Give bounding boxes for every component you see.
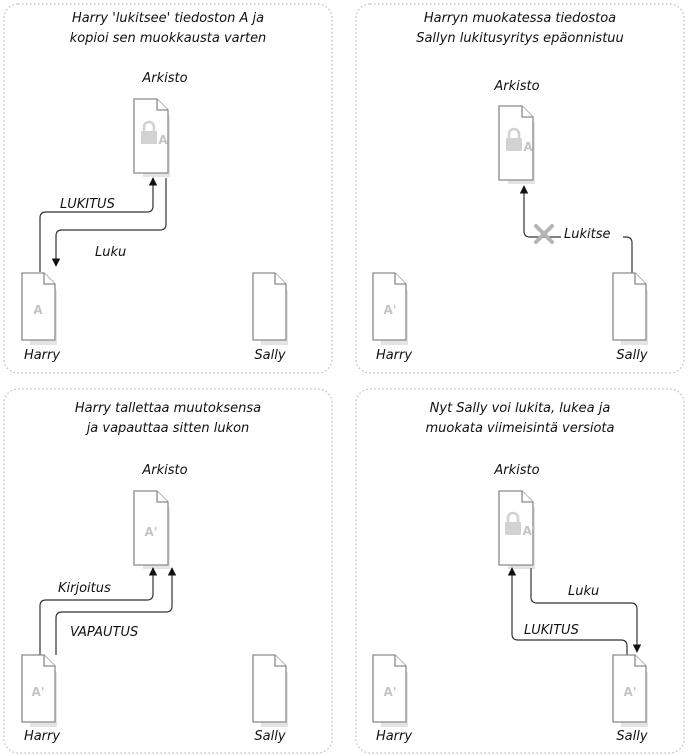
panel-3-sally-label: Sally [254,729,285,744]
panel-3-repo-doc-letter: A' [145,525,158,539]
panel-4-read-arrow [530,568,642,653]
panel-1-caption-line-2: kopioi sen muokkausta varten [70,31,267,46]
panel-harry-commits-unlocks: Harry tallettaa muutoksensa ja vapauttaa… [3,388,333,754]
panel-3-caption-line-2: ja vapauttaa sitten lukon [85,421,250,436]
panel-3-repo-document-icon: A' [133,490,170,569]
panel-3-harry-label: Harry [24,729,60,744]
panel-sally-locks-reads: Nyt Sally voi lukita, lukea ja muokata v… [355,388,685,754]
panel-4-frame [355,388,685,754]
panel-2-repo-label: Arkisto [493,79,539,94]
panel-3-arrow-commit-label: Kirjoitus [58,581,111,596]
panel-2-failed-x-icon [534,224,554,244]
panel-2-harry-label: Harry [376,348,412,363]
panel-4-sally-doc-letter: A' [624,685,637,699]
panel-1-arrow-read-label: Luku [95,245,126,260]
panel-harry-locks: Harry 'lukitsee' tiedoston A ja kopioi s… [3,3,333,374]
panel-4-harry-label: Harry [376,729,412,744]
panel-3-commit-arrow [39,567,158,655]
panel-2-harry-doc-letter: A' [384,303,397,317]
panel-4-repo-doc-letter: A' [523,524,536,538]
panel-1-harry-doc-letter: A [33,303,43,317]
panel-3-harry-doc-letter: A' [32,685,45,699]
panel-3-unlock-arrow [55,567,177,655]
panel-3-sally-document-icon [252,654,288,727]
panel-3-repo-label: Arkisto [141,463,187,478]
panel-2-lock-icon [506,127,522,151]
panel-4-arrow-read-label: Luku [568,584,599,599]
panel-4-repo-label: Arkisto [493,463,539,478]
panel-4-caption-line-1: Nyt Sally voi lukita, lukea ja [430,401,611,416]
panel-1-lock-arrow [39,177,158,272]
panel-1-repo-document-icon: A [133,98,170,177]
panel-4-lock-icon [505,511,521,535]
panel-1-caption-line-1: Harry 'lukitsee' tiedoston A ja [72,11,264,26]
panel-3-harry-document-icon: A' [21,654,57,727]
panel-4-repo-document-icon: A' [498,490,536,569]
panel-3-arrow-unlock-label: VAPAUTUS [70,625,138,640]
panel-1-sally-document-icon [252,272,288,345]
panel-4-lock-arrow [507,567,628,660]
panel-4-sally-label: Sally [616,729,647,744]
panel-1-harry-label: Harry [24,348,60,363]
panel-1-repo-label: Arkisto [141,71,187,86]
panel-4-sally-document-icon: A' [612,654,648,727]
panel-1-frame [3,3,333,374]
panel-1-repo-doc-letter: A [158,133,168,147]
panel-2-sally-label: Sally [616,348,647,363]
panel-2-repo-doc-letter: A [523,140,533,154]
panel-2-arrow-lock-label: Lukitse [564,227,611,242]
panel-4-caption-line-2: muokata viimeisintä versiota [426,421,615,436]
panel-3-caption-line-1: Harry tallettaa muutoksensa [75,401,261,416]
panel-4-harry-document-icon: A' [372,654,408,727]
panel-2-harry-document-icon: A' [372,272,408,345]
panel-2-caption-line-2: Sallyn lukitusyritys epäonnistuu [416,31,624,46]
panel-1-arrow-lock-label: LUKITUS [60,197,115,212]
panel-1-read-arrow [51,178,167,267]
panel-2-repo-document-icon: A [498,105,535,184]
panel-4-harry-doc-letter: A' [384,685,397,699]
panel-1-lock-icon [141,120,157,144]
panel-2-sally-document-icon [612,272,648,345]
panel-1-harry-document-icon: A [21,272,57,345]
panel-4-arrow-lock-label: LUKITUS [524,623,579,638]
panel-1-sally-label: Sally [254,348,285,363]
panel-sally-lock-fails: Harryn muokatessa tiedostoa Sallyn lukit… [355,3,685,374]
panel-2-caption-line-1: Harryn muokatessa tiedostoa [424,11,616,26]
